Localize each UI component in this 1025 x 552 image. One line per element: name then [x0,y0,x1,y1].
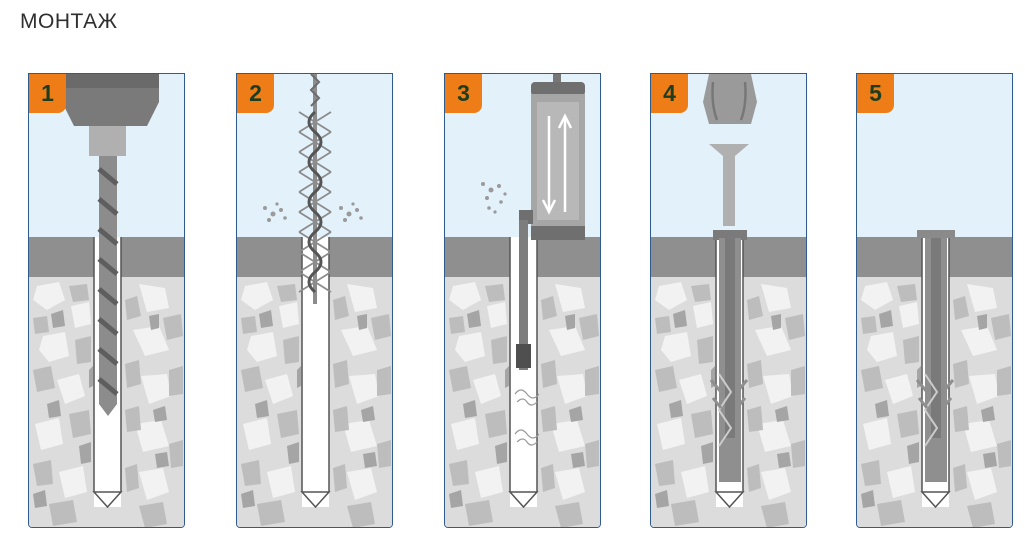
step-2-illustration [237,74,392,527]
step-number-badge: 1 [29,74,66,113]
step-number-badge: 3 [445,74,482,113]
step-5-panel: 5 [856,73,1013,528]
hammer-anchor-icon [703,74,757,482]
page-title: МОНТАЖ [20,10,118,33]
installed-anchor-icon [915,230,955,482]
dust-particles [263,202,363,222]
cleaning-brush-icon [298,74,332,304]
drill-bit-icon [62,74,159,416]
step-5-illustration [857,74,1012,527]
step-number-badge: 4 [651,74,688,113]
step-4-illustration [651,74,806,527]
step-number-badge: 5 [857,74,894,113]
step-2-panel: 2 [236,73,393,528]
step-1-illustration [29,74,184,527]
dust-particles [481,182,507,214]
blow-out-pump-icon [516,74,585,370]
step-4-panel: 4 [650,73,807,528]
step-3-illustration [445,74,600,527]
dust-swirls [514,389,540,446]
step-number-badge: 2 [237,74,274,113]
step-3-panel: 3 [444,73,601,528]
step-1-panel: 1 [28,73,185,528]
